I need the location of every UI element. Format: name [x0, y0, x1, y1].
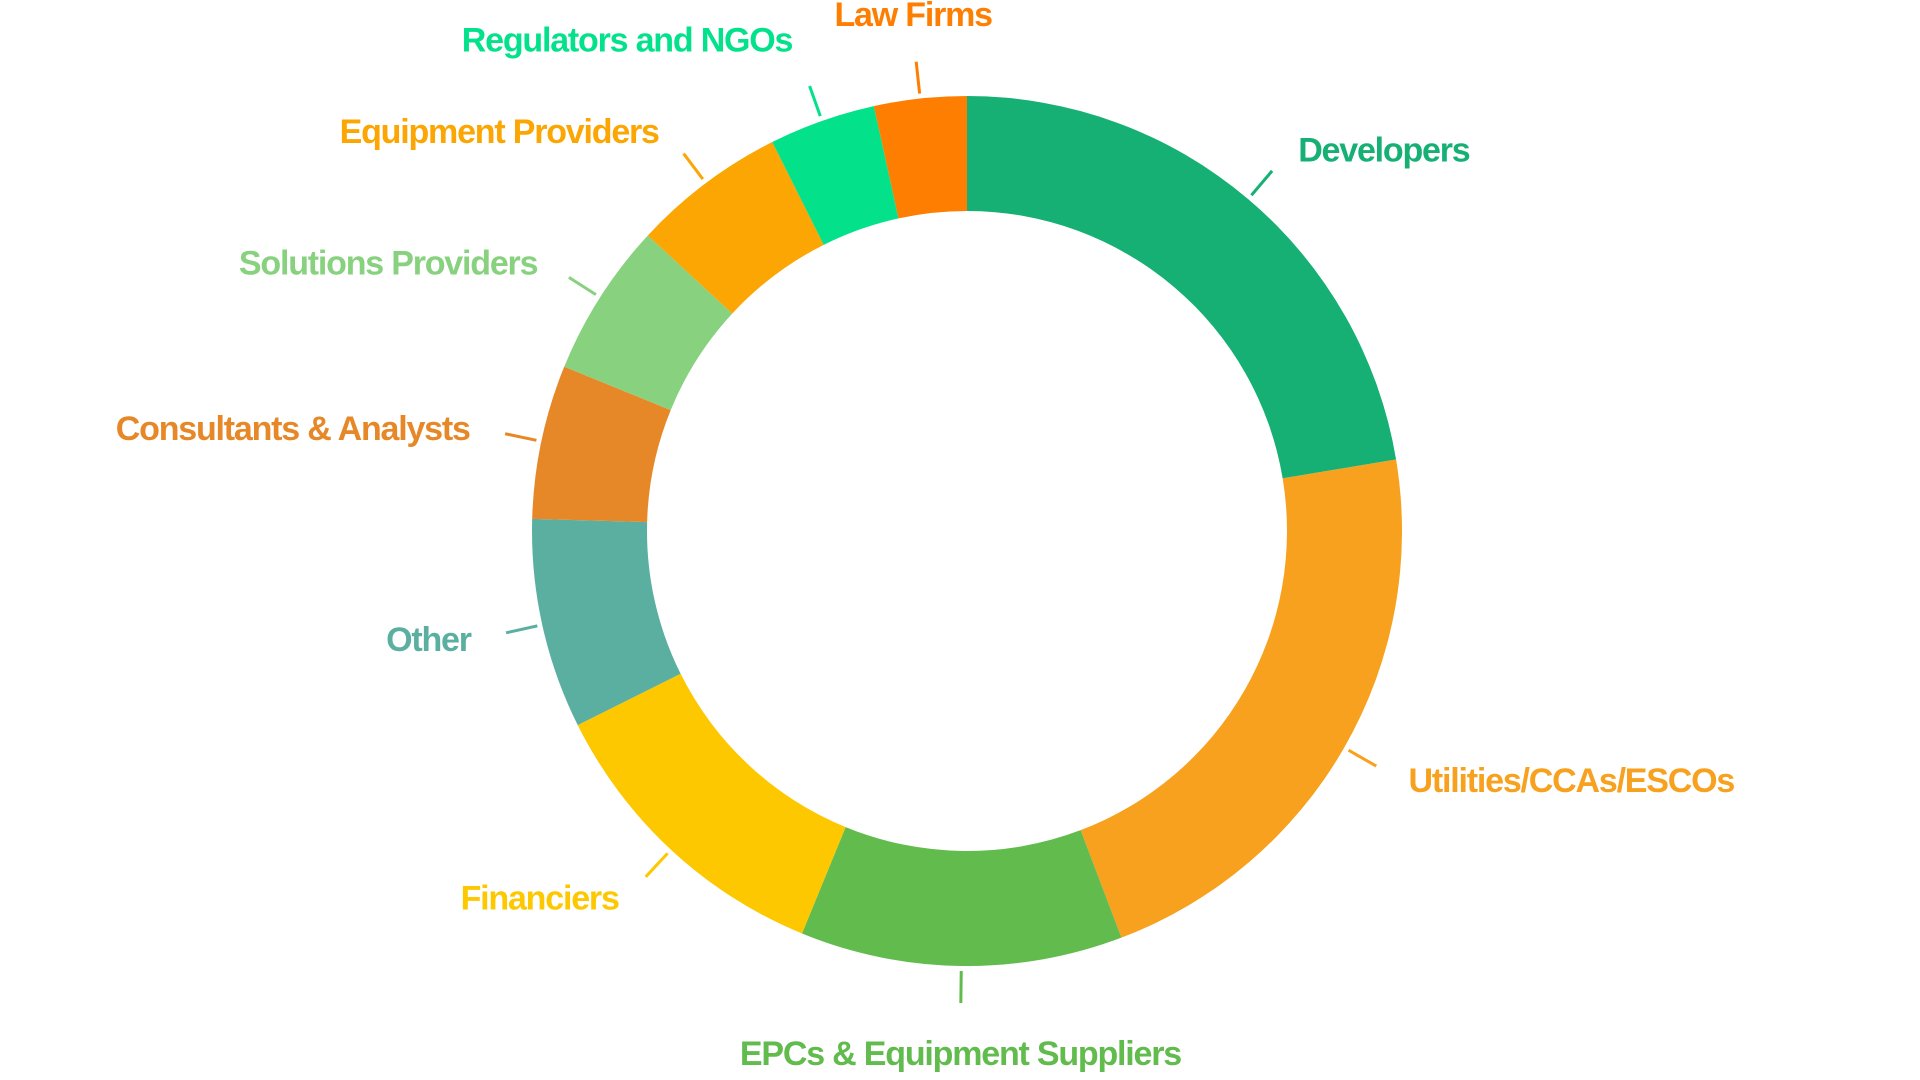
leader-line-regulators-and-ngos [808, 85, 822, 117]
label-utilities-ccas-escos: Utilities/CCAs/ESCOs [1409, 762, 1735, 800]
slice-regulators-and-ngos [772, 106, 899, 245]
label-consultants-analysts: Consultants & Analysts [116, 410, 470, 448]
leader-line-developers [1250, 169, 1274, 197]
slices-layer [532, 96, 1402, 966]
slice-equipment-providers [647, 142, 824, 314]
slice-other [532, 518, 681, 726]
label-financiers: Financiers [461, 879, 619, 917]
leader-line-solutions-providers [568, 276, 597, 296]
label-regulators-and-ngos: Regulators and NGOs [462, 22, 793, 60]
label-solutions-providers: Solutions Providers [239, 244, 538, 282]
leader-line-utilities-ccas-escos [1347, 748, 1378, 768]
slice-epcs-equipment-suppliers [802, 827, 1122, 966]
slice-financiers [577, 673, 846, 934]
slice-consultants-analysts [532, 366, 671, 523]
label-law-firms: Law Firms [834, 0, 992, 34]
leader-line-other [505, 624, 538, 635]
label-other: Other [386, 621, 472, 659]
label-epcs-equipment-suppliers: EPCs & Equipment Suppliers [740, 1035, 1181, 1073]
leader-line-equipment-providers [682, 152, 705, 181]
slice-law-firms [873, 96, 967, 219]
leader-lines-layer [504, 61, 1378, 1003]
label-equipment-providers: Equipment Providers [340, 113, 659, 151]
leader-line-law-firms [914, 61, 922, 94]
slice-utilities-ccas-escos [1080, 459, 1402, 938]
label-developers: Developers [1298, 131, 1470, 169]
leader-line-financiers [644, 852, 669, 878]
slice-developers [967, 96, 1397, 479]
leader-line-consultants-analysts [504, 432, 537, 442]
slice-solutions-providers [564, 235, 733, 411]
